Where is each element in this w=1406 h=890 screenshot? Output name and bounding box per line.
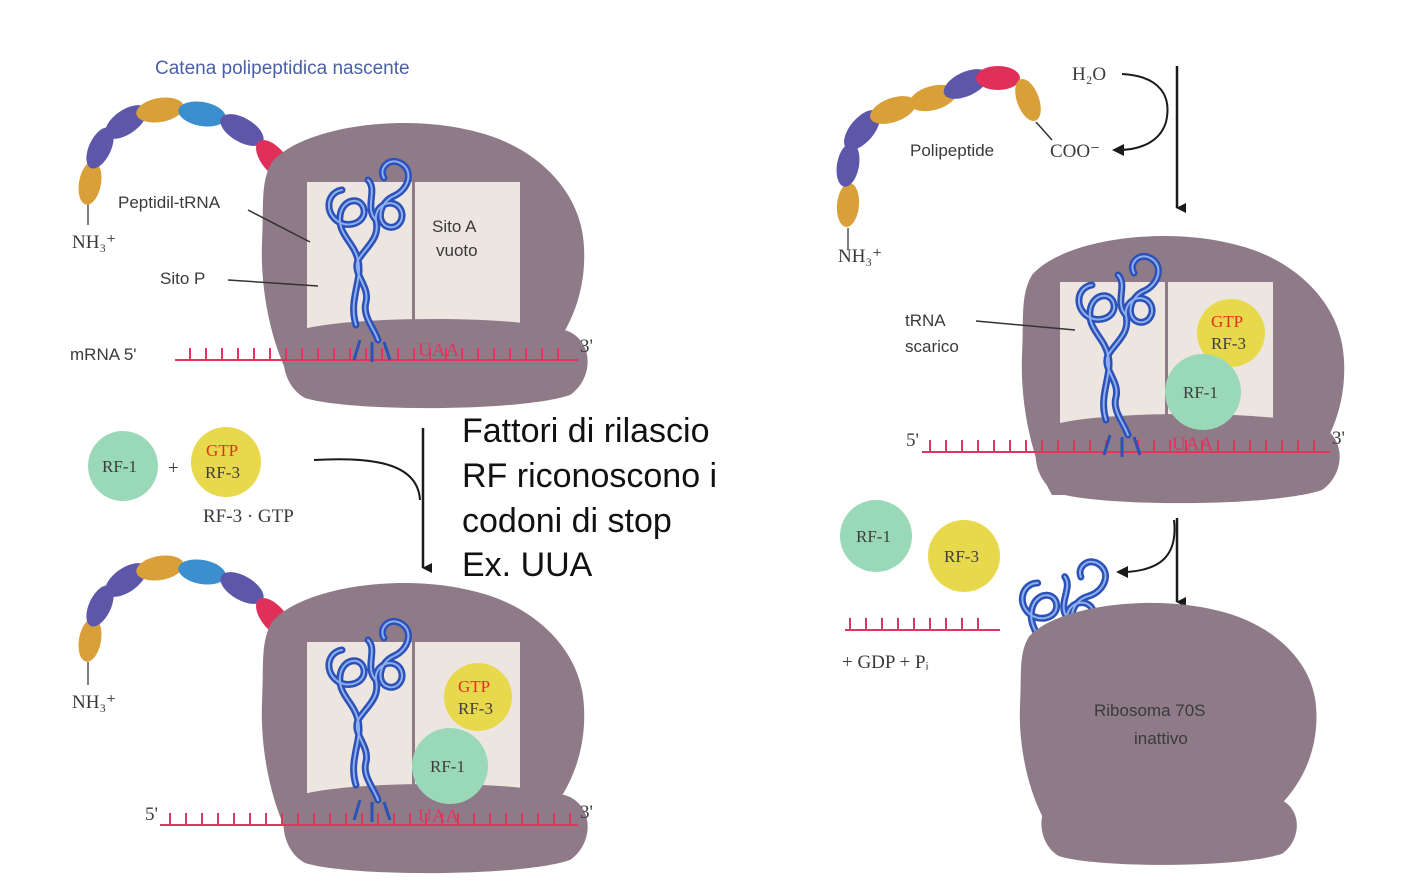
panel1-mrna-label: mRNA 5': [70, 345, 137, 364]
reagent-rf3-label: RF-3: [205, 463, 240, 482]
panel-3-hydrolysis: NH₃⁺ Polipeptide COO⁻ H₂O GTP RF-3 RF-1 …: [836, 64, 1345, 504]
panel3-small-subunit: [1035, 413, 1340, 504]
panel1-sito-a-line1: Sito A: [432, 217, 477, 236]
panel2-3prime: 3': [580, 802, 593, 823]
panel4-ribosome-line2: inattivo: [1134, 729, 1188, 748]
panel1-sito-p-label: Sito P: [160, 269, 205, 288]
reagent-complex-label: RF-3 · GTP: [203, 506, 294, 527]
panel1-3prime: 3': [580, 336, 593, 357]
panel2-rf1-label: RF-1: [430, 757, 465, 776]
release-factor-reagents: RF-1 + GTP RF-3 RF-3 · GTP: [88, 427, 421, 527]
panel3-rf1-circle: [1165, 354, 1241, 430]
panel3-3prime: 3': [1332, 428, 1345, 449]
panel1-mrna: [175, 348, 578, 361]
panel2-codon: UAA: [418, 806, 459, 827]
panel3-h2o-label: H₂O: [1072, 64, 1106, 85]
caption-line-3: codoni di stop: [462, 502, 672, 540]
panel4-rf3-label: RF-3: [944, 547, 979, 566]
panel4-inactive-ribosome-small: [1041, 789, 1297, 865]
caption-line-4: Ex. UUA: [462, 546, 593, 584]
panel3-nh3-label: NH₃⁺: [838, 246, 882, 267]
panel1-peptidil-label: Peptidil-tRNA: [118, 193, 221, 212]
panel3-rf3-label: RF-3: [1211, 334, 1246, 353]
caption-line-2: RF riconoscono i: [462, 457, 717, 495]
caption-block: Fattori di rilascio RF riconoscono i cod…: [462, 412, 717, 584]
panel4-rf1-label: RF-1: [856, 527, 891, 546]
panel3-polipeptide-label: Polipeptide: [910, 141, 994, 160]
panel3-polypeptide-chain: [836, 66, 1053, 250]
panel1-codon: UAA: [418, 340, 459, 361]
panel2-gtp-label: GTP: [458, 677, 490, 696]
reagent-rf3-circle: [191, 427, 261, 497]
panel3-rf1-label: RF-1: [1183, 383, 1218, 402]
panel2-rf3-label: RF-3: [458, 699, 493, 718]
panel-4-dissociation: RF-1 RF-3 + GDP + Pᵢ Ribosoma 70S inatti…: [840, 500, 1317, 865]
panel3-coo-label: COO⁻: [1050, 141, 1100, 162]
panel3-trna-line2: scarico: [905, 337, 959, 356]
panel-1-ribosome-with-peptidyl-trna: Catena polipeptidica nascente NH₃⁺ mRNA …: [70, 58, 593, 409]
panel2-5prime: 5': [145, 804, 158, 825]
reagent-plus: +: [168, 458, 179, 479]
panel1-title: Catena polipeptidica nascente: [155, 58, 410, 79]
panel3-codon: UAA: [1172, 434, 1213, 455]
panel1-sito-a-line2: vuoto: [436, 241, 478, 260]
reagent-rf1-label: RF-1: [102, 457, 137, 476]
panel4-rf1-circle: [840, 500, 912, 572]
caption-line-1: Fattori di rilascio: [462, 412, 710, 450]
panel-2-rf-bound-ribosome: NH₃⁺ GTP RF-3 RF-1 5' 3' UAA: [72, 555, 593, 874]
panel3-rf3-circle: [1197, 299, 1265, 367]
panel3-gtp-label: GTP: [1211, 312, 1243, 331]
panel4-ribosome-line1: Ribosoma 70S: [1094, 701, 1206, 720]
panel2-mrna: [160, 813, 578, 826]
panel4-mrna: [845, 618, 1000, 631]
panel1-small-subunit: [283, 318, 588, 409]
panel3-5prime: 5': [906, 430, 919, 451]
reagent-gtp-label: GTP: [206, 441, 238, 460]
panel2-rf1-circle: [412, 728, 488, 804]
panel2-rf3-circle: [444, 663, 512, 731]
panel4-rf3-circle: [928, 520, 1000, 592]
panel2-nh3-label: NH₃⁺: [72, 692, 116, 713]
panel3-trna-line1: tRNA: [905, 311, 946, 330]
panel4-products-label: + GDP + Pᵢ: [842, 652, 929, 673]
panel1-nh3-label: NH₃⁺: [72, 232, 116, 253]
reagent-rf1-circle: [88, 431, 158, 501]
